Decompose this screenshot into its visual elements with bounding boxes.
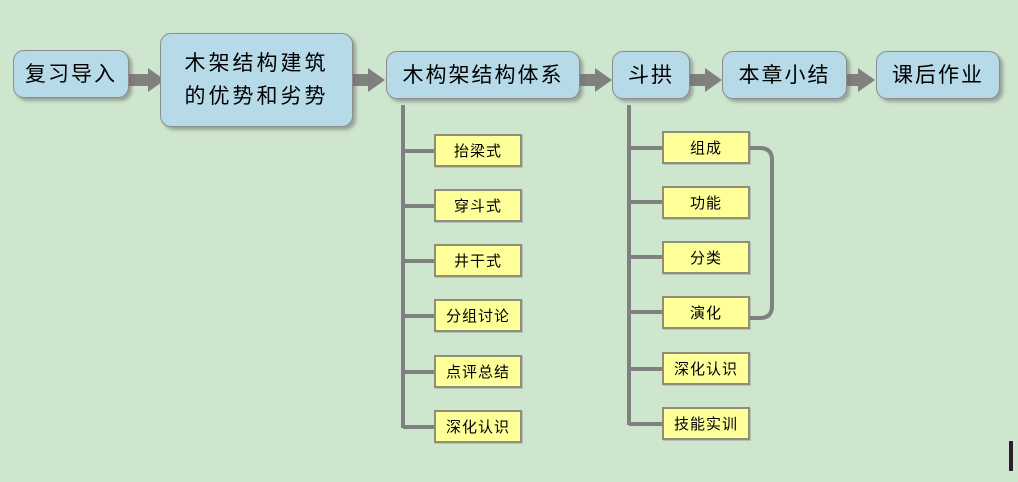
- sub-node-label: 演化: [689, 304, 722, 322]
- sub-node-deepen-understanding-right[interactable]: 深化认识: [662, 352, 750, 385]
- sub-node-label: 井干式: [453, 252, 502, 270]
- sub-node-label: 技能实训: [673, 415, 738, 433]
- node-label: 本章小结: [738, 62, 831, 87]
- sub-node-tailiang[interactable]: 抬梁式: [434, 134, 522, 167]
- arrow-m5-m6: [847, 68, 875, 92]
- sub-node-group-discussion[interactable]: 分组讨论: [434, 299, 522, 332]
- sub-node-review-summary[interactable]: 点评总结: [434, 355, 522, 388]
- node-dougong[interactable]: 斗拱: [612, 51, 690, 99]
- sub-node-label: 抬梁式: [453, 142, 502, 160]
- sub-node-label: 功能: [689, 194, 722, 212]
- sub-node-label: 深化认识: [673, 360, 738, 378]
- sub-node-label: 组成: [689, 139, 722, 157]
- group-bracket: [750, 146, 774, 320]
- sub-node-label: 分类: [689, 249, 722, 267]
- right-edge-mark: [1009, 441, 1013, 471]
- arrow-m3-m4: [580, 68, 612, 92]
- arrow-m2-m3: [353, 68, 385, 92]
- arrow-m4-m5: [690, 68, 722, 92]
- node-label: 木构架结构体系: [402, 62, 564, 87]
- node-label: 课后作业: [892, 62, 984, 87]
- sub-node-chuandou[interactable]: 穿斗式: [434, 189, 522, 222]
- sub-node-label: 深化认识: [445, 418, 510, 436]
- sub-node-classification[interactable]: 分类: [662, 241, 750, 274]
- node-chapter-summary[interactable]: 本章小结: [722, 51, 847, 99]
- node-label-line1: 木架结构建筑: [184, 51, 329, 76]
- node-advantages-disadvantages[interactable]: 木架结构建筑 的优势和劣势: [160, 33, 353, 127]
- sub-node-deepen-understanding-left[interactable]: 深化认识: [434, 410, 522, 443]
- node-timber-frame-system[interactable]: 木构架结构体系: [386, 51, 580, 99]
- node-homework[interactable]: 课后作业: [876, 51, 1000, 99]
- sub-node-evolution[interactable]: 演化: [662, 296, 750, 329]
- sub-node-label: 分组讨论: [445, 307, 510, 325]
- right-branch-tree: [627, 105, 662, 426]
- sub-node-label: 穿斗式: [453, 197, 502, 215]
- node-label: 斗拱: [628, 62, 674, 87]
- sub-node-function[interactable]: 功能: [662, 186, 750, 219]
- node-review-intro[interactable]: 复习导入: [13, 50, 129, 98]
- sub-node-label: 点评总结: [445, 363, 510, 381]
- sub-node-jinggan[interactable]: 井干式: [434, 244, 522, 277]
- sub-node-composition[interactable]: 组成: [662, 131, 750, 164]
- sub-node-skill-training[interactable]: 技能实训: [662, 407, 750, 440]
- node-label-line2: 的优势和劣势: [184, 84, 329, 108]
- node-label: 复习导入: [25, 61, 117, 86]
- left-branch-tree: [401, 105, 434, 429]
